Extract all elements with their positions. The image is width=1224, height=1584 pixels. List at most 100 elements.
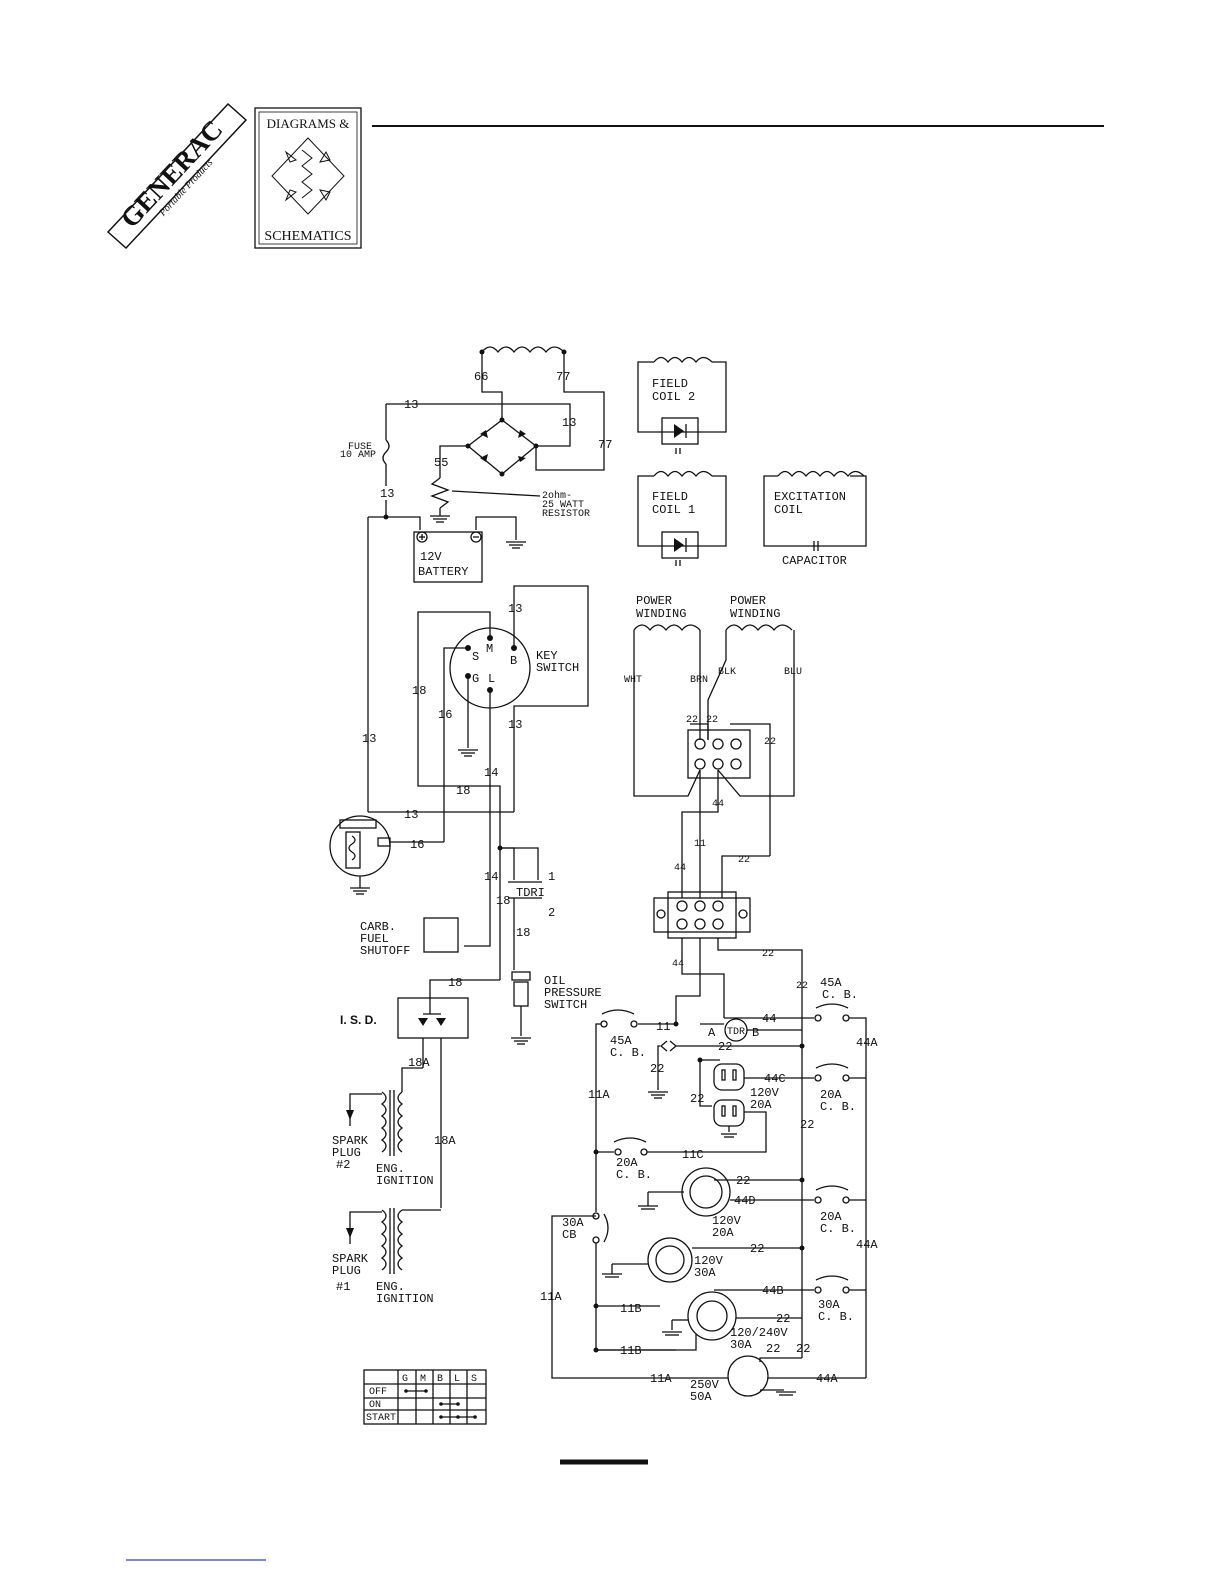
wire-label: 11A bbox=[540, 1290, 562, 1304]
excitation-label: COIL bbox=[774, 503, 803, 517]
wire-label: 11 bbox=[694, 839, 706, 850]
battery-circuit: FUSE 10 AMP 13 12V BATTERY bbox=[340, 404, 526, 583]
cb-label: CB bbox=[562, 1228, 576, 1242]
terminal-label: L bbox=[488, 672, 495, 686]
receptacle-label: 250V bbox=[690, 1378, 720, 1392]
capacitor-label: CAPACITOR bbox=[782, 554, 847, 568]
fuse-label: FUSE bbox=[348, 442, 372, 453]
diagrams-schematics-badge: DIAGRAMS & SCHEMATICS bbox=[254, 107, 362, 249]
wire-label: 18 bbox=[448, 976, 462, 990]
wire-label: 44A bbox=[856, 1036, 878, 1050]
wire-label: 22 bbox=[762, 949, 774, 960]
wire-label: 11A bbox=[588, 1088, 610, 1102]
wire-label: 22 bbox=[736, 1174, 750, 1188]
table-column: G bbox=[402, 1374, 408, 1385]
ignition-coil-1: SPARK PLUG #1 ENG. IGNITION bbox=[332, 1208, 441, 1306]
terminal-label: M bbox=[486, 642, 493, 656]
wire-color: BLU bbox=[784, 667, 802, 678]
cb-label: C. B. bbox=[822, 988, 858, 1002]
terminal-block: 44 22 22 bbox=[653, 891, 808, 1358]
isd-label: I. S. D. bbox=[340, 1013, 377, 1027]
wire-label: 44A bbox=[856, 1238, 878, 1252]
cb-label: 20A bbox=[616, 1156, 638, 1170]
spark-plug-label: #2 bbox=[336, 1158, 350, 1172]
wire-label: 13 bbox=[562, 416, 576, 430]
cb-label: C. B. bbox=[610, 1046, 646, 1060]
battery-label: BATTERY bbox=[418, 565, 468, 579]
wire-label: 22 bbox=[706, 715, 718, 726]
wire-label: 18 bbox=[496, 894, 510, 908]
wire-label: 22 bbox=[764, 737, 776, 748]
wire-label: 13 bbox=[404, 398, 418, 412]
wire-label: 22 bbox=[718, 1040, 732, 1054]
carb-label: SHUTOFF bbox=[360, 944, 410, 958]
cb-label: 45A bbox=[820, 976, 842, 990]
wire-label: 22 bbox=[686, 715, 698, 726]
ignition-label: ENG. bbox=[376, 1280, 405, 1294]
resistor-label: RESISTOR bbox=[542, 509, 590, 520]
ignition-label: ENG. bbox=[376, 1162, 405, 1176]
wire-label: 11B bbox=[620, 1344, 642, 1358]
cb-label: C. B. bbox=[818, 1310, 854, 1324]
field-coil-2: FIELD COIL 2 bbox=[637, 356, 727, 454]
receptacle-label: 20A bbox=[750, 1098, 772, 1112]
wire-label: 44 bbox=[674, 863, 686, 874]
cb-label: 20A bbox=[820, 1088, 842, 1102]
terminal-label: S bbox=[472, 650, 479, 664]
wire-label: 14 bbox=[484, 870, 498, 884]
spark-plug-label: SPARK bbox=[332, 1134, 369, 1148]
table-column: B bbox=[437, 1374, 443, 1385]
wire-label: 18A bbox=[434, 1134, 456, 1148]
wire-label: 13 bbox=[508, 718, 522, 732]
wire-label: 44 bbox=[712, 799, 724, 810]
receptacle-label: 50A bbox=[690, 1390, 712, 1404]
battery-label: 12V bbox=[420, 550, 442, 564]
wire-label: 66 bbox=[474, 370, 488, 384]
wire-label: 22 bbox=[750, 1242, 764, 1256]
field-coil-1: FIELD COIL 1 bbox=[637, 470, 727, 566]
tdr-relay-label: TDR bbox=[727, 1027, 745, 1038]
table-row: ON bbox=[369, 1400, 381, 1411]
wire-label: 22 bbox=[796, 981, 808, 992]
wire-label: 18A bbox=[408, 1056, 430, 1070]
cb-label: C. B. bbox=[820, 1100, 856, 1114]
wire-label: 13 bbox=[508, 602, 522, 616]
spark-plug-label: PLUG bbox=[332, 1264, 361, 1278]
spark-plug-label: #1 bbox=[336, 1280, 350, 1294]
resistor-label: 2ohm- bbox=[542, 490, 572, 502]
receptacle-label: 120V bbox=[694, 1254, 724, 1268]
cb-label: 30A bbox=[818, 1298, 840, 1312]
key-switch-label: KEY bbox=[536, 649, 558, 663]
power-windings: POWER WINDING POWER WINDING WHT BRN BLK … bbox=[624, 594, 802, 898]
wire-label: 44D bbox=[734, 1194, 756, 1208]
cb-label: 45A bbox=[610, 1034, 632, 1048]
wire-color: WHT bbox=[624, 675, 642, 686]
tdr-pin: A bbox=[708, 1026, 716, 1040]
tdr-label: TDRI bbox=[516, 886, 545, 900]
wire-label: 18 bbox=[516, 926, 530, 940]
key-switch: M B S G L KEY SWITCH 13 18 16 13 14 18 bbox=[412, 585, 589, 848]
wire-label: 22 bbox=[766, 1342, 780, 1356]
wire-label: 22 bbox=[738, 855, 750, 866]
field-coil-label: COIL 2 bbox=[652, 390, 695, 404]
wire-label: 44A bbox=[816, 1372, 838, 1386]
ignition-coil-2: SPARK PLUG #2 ENG. IGNITION bbox=[332, 1067, 434, 1188]
spark-plug-label: PLUG bbox=[332, 1146, 361, 1160]
wire-label: 22 bbox=[800, 1118, 814, 1132]
receptacle-label: 120V bbox=[750, 1086, 780, 1100]
wire-label: 18 bbox=[412, 684, 426, 698]
wire-label: 13 bbox=[380, 487, 394, 501]
wire-label: 14 bbox=[484, 766, 498, 780]
wire-label: 22 bbox=[776, 1312, 790, 1326]
wire-label: 18 bbox=[456, 784, 470, 798]
wire-label: 11 bbox=[656, 1020, 670, 1034]
wire-label: 77 bbox=[556, 370, 570, 384]
wire-label: 11B bbox=[620, 1302, 642, 1316]
table-row: OFF bbox=[369, 1387, 387, 1398]
brand-text: GENERAC bbox=[114, 114, 228, 233]
table-column: L bbox=[454, 1374, 460, 1385]
ignition-label: IGNITION bbox=[376, 1292, 434, 1306]
terminal-label: B bbox=[510, 654, 517, 668]
cb-label: 30A bbox=[562, 1216, 584, 1230]
tdr-pin: B bbox=[752, 1026, 759, 1040]
